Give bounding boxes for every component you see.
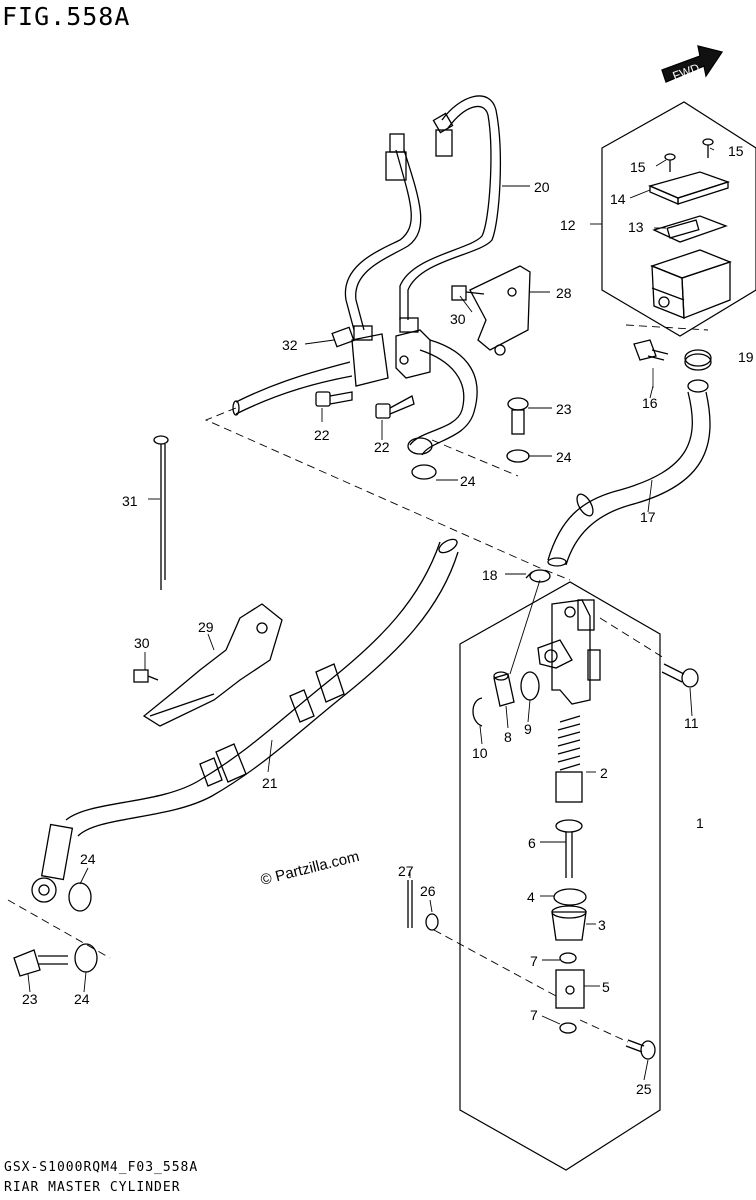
callout-9: 9	[524, 721, 532, 737]
nut-7-lower-part	[559, 1022, 577, 1034]
callout-27: 27	[398, 863, 414, 879]
callout-14: 14	[610, 191, 626, 207]
bolt-25-part	[625, 1039, 656, 1060]
brake-hose-20-part	[344, 95, 501, 341]
wire-31-part	[153, 435, 169, 590]
nut-7-upper-part	[559, 952, 577, 964]
callout-16: 16	[642, 395, 658, 411]
callout-29: 29	[198, 619, 214, 635]
callout-20: 20	[534, 179, 550, 195]
callout-6: 6	[528, 835, 536, 851]
clevis-5-part	[555, 969, 585, 1009]
callout-10: 10	[472, 745, 488, 761]
callout-7-upper: 7	[530, 953, 538, 969]
figure-title: FIG.558A	[2, 2, 131, 31]
leader-lines	[27, 147, 715, 1081]
figure-name: RIAR MASTER CYLINDER	[4, 1180, 181, 1195]
clip-32-part	[331, 326, 355, 348]
hose-left-part	[232, 361, 353, 416]
washer-24-left-part	[68, 882, 92, 912]
washer-24-mid-part	[411, 464, 437, 480]
callout-13: 13	[628, 219, 644, 235]
watermark: © Partzilla.com	[259, 848, 361, 889]
callout-5: 5	[602, 979, 610, 995]
bolt-30-upper-part	[451, 285, 485, 301]
callout-15-left: 15	[630, 159, 646, 175]
callout-24-upper: 24	[556, 449, 572, 465]
washer-24-upper-part	[506, 449, 530, 463]
bolt-23-lower-part	[13, 949, 68, 977]
hose-21-part	[31, 538, 459, 903]
callout-24-mid: 24	[460, 473, 476, 489]
fwd-arrow-icon: FWD	[661, 45, 724, 84]
callout-12: 12	[560, 217, 576, 233]
bolt-30-lower-part	[133, 669, 159, 683]
callout-26: 26	[420, 883, 436, 899]
washer-26-part	[425, 913, 439, 931]
diaphragm-part	[652, 215, 728, 243]
callout-2: 2	[600, 765, 608, 781]
callout-22-right: 22	[374, 439, 390, 455]
bracket-29-part	[142, 603, 283, 727]
callout-15-right: 15	[728, 143, 744, 159]
callout-19: 19	[738, 349, 754, 365]
callout-4: 4	[527, 889, 535, 905]
callout-3: 3	[598, 917, 606, 933]
clamp-18-part	[525, 569, 551, 583]
fitting-8-part	[493, 671, 515, 707]
hose-17-part	[547, 391, 711, 567]
circlip-10-part	[472, 697, 483, 727]
spring-2-part	[555, 715, 583, 803]
callout-17: 17	[640, 509, 656, 525]
bolt-16-part	[633, 339, 669, 388]
reservoir-body-part	[650, 249, 732, 319]
screw-15-part	[664, 138, 714, 172]
bolt-23-upper-part	[507, 397, 529, 435]
bolt-11-part	[661, 663, 699, 688]
o-ring-9-part	[520, 671, 540, 701]
callout-32: 32	[282, 337, 298, 353]
boot-3-part	[551, 905, 587, 941]
callout-24-left: 24	[80, 851, 96, 867]
reservoir-group	[601, 101, 756, 337]
callout-24-lower: 24	[74, 991, 90, 1007]
callout-25: 25	[636, 1081, 652, 1097]
junction-block-part	[351, 329, 431, 387]
washer-24-lower-part	[74, 943, 98, 973]
master-cylinder-group	[459, 581, 661, 1171]
callout-11: 11	[684, 715, 699, 731]
callout-21: 21	[262, 775, 278, 791]
circlip-4-part	[553, 888, 587, 906]
master-cylinder-body-part	[537, 599, 601, 705]
hose-upper-connector-part	[407, 339, 478, 456]
callout-22-left: 22	[314, 427, 330, 443]
callout-18: 18	[482, 567, 498, 583]
callout-30-upper: 30	[450, 311, 466, 327]
callout-8: 8	[504, 729, 512, 745]
bolt-22-right-part	[375, 395, 415, 419]
callout-30-lower: 30	[134, 635, 150, 651]
fwd-label: FWD	[671, 61, 702, 84]
bolt-22-left-part	[315, 391, 353, 407]
callout-7-lower: 7	[530, 1007, 538, 1023]
figure-code: GSX-S1000RQM4_F03_558A	[4, 1160, 199, 1175]
bracket-28-part	[469, 265, 531, 356]
clamp-19-part	[684, 349, 712, 393]
callout-23-upper: 23	[556, 401, 572, 417]
callout-23-lower: 23	[22, 991, 38, 1007]
callout-28: 28	[556, 285, 572, 301]
cotter-pin-27-part	[407, 880, 413, 928]
callout-1: 1	[696, 815, 704, 831]
pushrod-6-part	[555, 819, 583, 878]
callout-31: 31	[122, 493, 138, 509]
